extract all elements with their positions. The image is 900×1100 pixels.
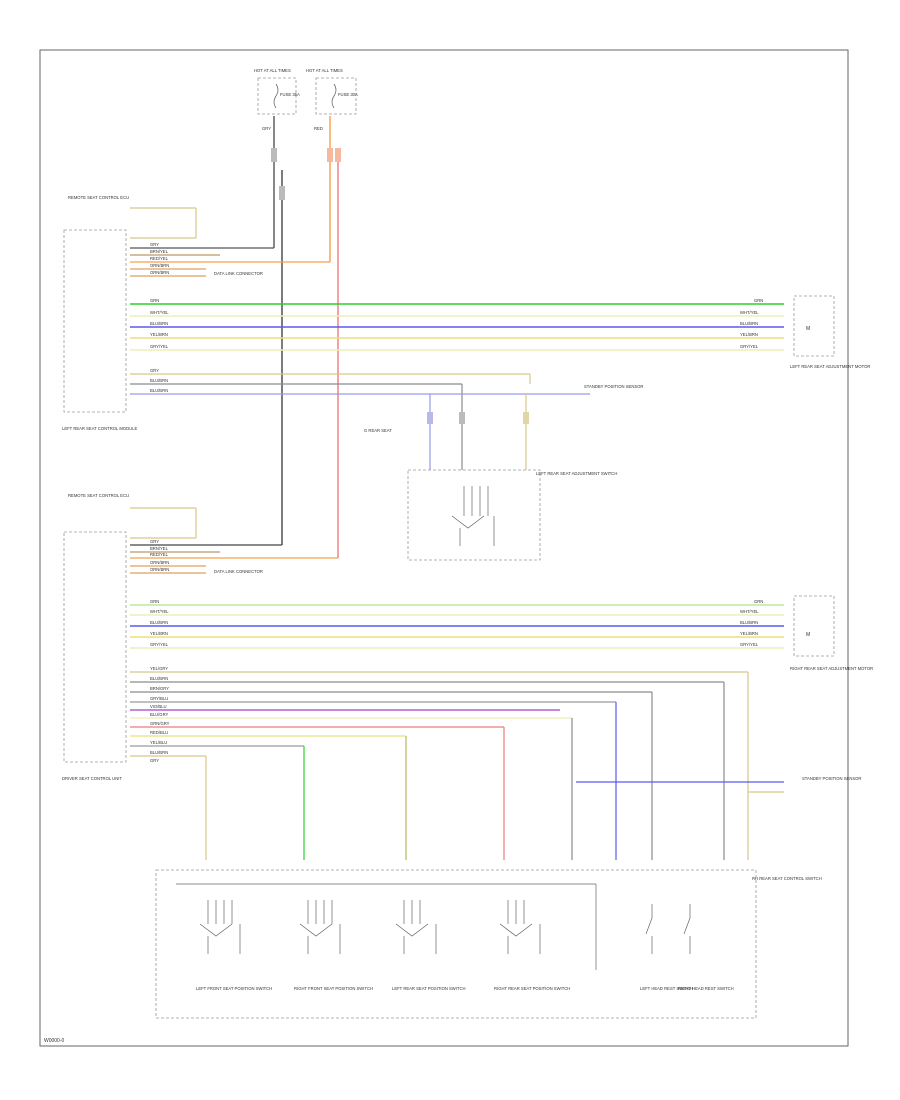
lr-pin-2: RED/YEL xyxy=(150,256,169,261)
switch-4-label: RIGHT REAR SEAT POSITION SWITCH xyxy=(494,986,570,991)
switch-3: LEFT REAR SEAT POSITION SWITCH xyxy=(392,900,466,991)
switch-1-label: LEFT FRONT SEAT POSITION SWITCH xyxy=(196,986,272,991)
switch-6: RIGHT HEAD REST SWITCH xyxy=(678,904,734,991)
side-note: STANDBY POSITION SENSOR xyxy=(802,776,861,781)
switch-bank-box xyxy=(155,869,757,1019)
lr-ground-label: G REAR SEAT xyxy=(364,428,392,433)
rm-pin-3: YEL/BRN xyxy=(740,332,758,337)
dm-pin-16: GRN/GRY xyxy=(150,721,170,726)
lr-sensor-label: STANDBY POSITION SENSOR xyxy=(584,384,643,389)
rm-pin-2: BLU/BRN xyxy=(740,321,758,326)
dm-pin-3: ORN/BRN xyxy=(150,560,169,565)
lr-pin-3: ORN/BRN xyxy=(150,263,169,268)
fuse-1-label: FUSE 35A xyxy=(280,92,300,97)
left-rear-module-box xyxy=(63,229,127,413)
fuse-2-label: FUSE 30A xyxy=(338,92,358,97)
dm-pin-6: WHT/YEL xyxy=(150,609,169,614)
dm-pin-10: YEL/GRY xyxy=(150,666,168,671)
dm-pin-12: BRN/GRY xyxy=(150,686,169,691)
driver-note: DATA LINK CONNECTOR xyxy=(214,569,263,574)
dm-pin-0: GRY xyxy=(150,539,159,544)
switch-3-label: LEFT REAR SEAT POSITION SWITCH xyxy=(392,986,466,991)
lr-pin-10: GRY xyxy=(150,368,159,373)
dm-pin-7: BLU/BRN xyxy=(150,620,168,625)
dm-pin-9: GRY/YEL xyxy=(150,642,169,647)
lr-pin-9: GRY/YEL xyxy=(150,344,169,349)
dm-pin-2: RED/YEL xyxy=(150,552,169,557)
motor-1-box xyxy=(793,295,835,357)
fuse-1-box xyxy=(257,77,297,115)
switch-bank: RH REAR SEAT CONTROL SWITCH LEFT FRONT S… xyxy=(155,869,822,1019)
fuse-1-wire: GRY xyxy=(262,126,271,131)
feed-wires xyxy=(271,116,341,558)
driver-feed-label: REMOTE SEAT CONTROL ECU xyxy=(68,493,129,498)
dm-pin-14: VIO/BLU xyxy=(150,704,167,709)
rm2-pin-4: GRY/YEL xyxy=(740,642,759,647)
lr-pin-7: BLU/BRN xyxy=(150,321,168,326)
dm-pin-19: BLU/BRN xyxy=(150,750,168,755)
switch-6-label: RIGHT HEAD REST SWITCH xyxy=(678,986,734,991)
footer-code: W0000-0 xyxy=(44,1038,65,1044)
driver-module-label: DRIVER SEAT CONTROL UNIT xyxy=(62,776,122,781)
driver-seat-module: REMOTE SEAT CONTROL ECU DRIVER SEAT CONT… xyxy=(62,493,861,860)
lr-switch-box xyxy=(407,469,541,561)
switch-5: LEFT HEAD REST SWITCH xyxy=(640,904,693,991)
left-rear-seat-module: REMOTE SEAT CONTROL ECU LEFT REAR SEAT C… xyxy=(62,195,784,470)
left-rear-note: DATA LINK CONNECTOR xyxy=(214,271,263,276)
motor-2-symbol: M xyxy=(806,632,810,638)
lr-pin-8: YEL/BRN xyxy=(150,332,168,337)
rm-pin-1: WHT/YEL xyxy=(740,310,759,315)
dm-pin-18: YEL/BLU xyxy=(150,740,167,745)
rm2-pin-3: YEL/BRN xyxy=(740,631,758,636)
left-rear-feed-label: REMOTE SEAT CONTROL ECU xyxy=(68,195,129,200)
right-rear-adjustment-motor: M RIGHT REAR SEAT ADJUSTMENT MOTOR GRN W… xyxy=(740,595,873,671)
bottom-label: RH REAR SEAT CONTROL SWITCH xyxy=(752,876,822,881)
switch-2: RIGHT FRONT SEAT POSITION SWITCH xyxy=(294,900,373,991)
switch-5-label: LEFT HEAD REST SWITCH xyxy=(640,986,693,991)
driver-module-box xyxy=(63,531,127,763)
rm-pin-0: GRN xyxy=(754,298,763,303)
left-rear-adjustment-motor: M LEFT REAR SEAT ADJUSTMENT MOTOR GRN WH… xyxy=(740,295,870,369)
motor-2-box xyxy=(793,595,835,657)
lr-pin-5: GRN xyxy=(150,298,159,303)
switch-2-label: RIGHT FRONT SEAT POSITION SWITCH xyxy=(294,986,373,991)
fuse-1-header: HOT AT ALL TIMES xyxy=(254,68,291,73)
switch-1: LEFT FRONT SEAT POSITION SWITCH xyxy=(196,900,272,991)
dm-pin-13: GRY/BLU xyxy=(150,696,168,701)
dm-pin-15: BLU/GRY xyxy=(150,712,169,717)
rm2-pin-1: WHT/YEL xyxy=(740,609,759,614)
fuse-2-icon xyxy=(331,83,337,109)
lr-pin-6: WHT/YEL xyxy=(150,310,169,315)
lr-switch-label: LEFT REAR SEAT ADJUSTMENT SWITCH xyxy=(536,471,617,476)
dm-pin-1: BRN/YEL xyxy=(150,546,169,551)
lr-pin-4: ORN/BRN xyxy=(150,270,169,275)
motor-1-symbol: M xyxy=(806,326,810,332)
dm-pin-4: ORN/BRN xyxy=(150,567,169,572)
dm-pin-11: BLU/BRN xyxy=(150,676,168,681)
rm2-pin-2: BLU/BRN xyxy=(740,620,758,625)
dm-pin-8: YEL/BRN xyxy=(150,631,168,636)
dm-pin-20: GRY xyxy=(150,758,159,763)
lr-pin-1: BRN/YEL xyxy=(150,249,169,254)
fuse-block: HOT AT ALL TIMES HOT AT ALL TIMES FUSE 3… xyxy=(254,68,358,131)
rm-pin-4: GRY/YEL xyxy=(740,344,759,349)
switch-4: RIGHT REAR SEAT POSITION SWITCH xyxy=(494,900,570,991)
motor-2-label: RIGHT REAR SEAT ADJUSTMENT MOTOR xyxy=(790,666,873,671)
motor-1-label: LEFT REAR SEAT ADJUSTMENT MOTOR xyxy=(790,364,870,369)
left-rear-module-label: LEFT REAR SEAT CONTROL MODULE xyxy=(62,426,137,431)
left-rear-adjustment-switch: LEFT REAR SEAT ADJUSTMENT SWITCH xyxy=(407,469,617,561)
lr-pin-11: BLU/BRN xyxy=(150,378,168,383)
fuse-2-header: HOT AT ALL TIMES xyxy=(306,68,343,73)
fuse-1-icon xyxy=(273,83,279,109)
dm-pin-17: RED/BLU xyxy=(150,730,168,735)
fuse-2-wire: RED xyxy=(314,126,323,131)
fuse-2-box xyxy=(315,77,357,115)
lr-pin-12: BLU/BRN xyxy=(150,388,168,393)
dm-pin-5: GRN xyxy=(150,599,159,604)
rm2-pin-0: GRN xyxy=(754,599,763,604)
diagram-frame xyxy=(39,49,849,1047)
lr-pin-0: GRY xyxy=(150,242,159,247)
